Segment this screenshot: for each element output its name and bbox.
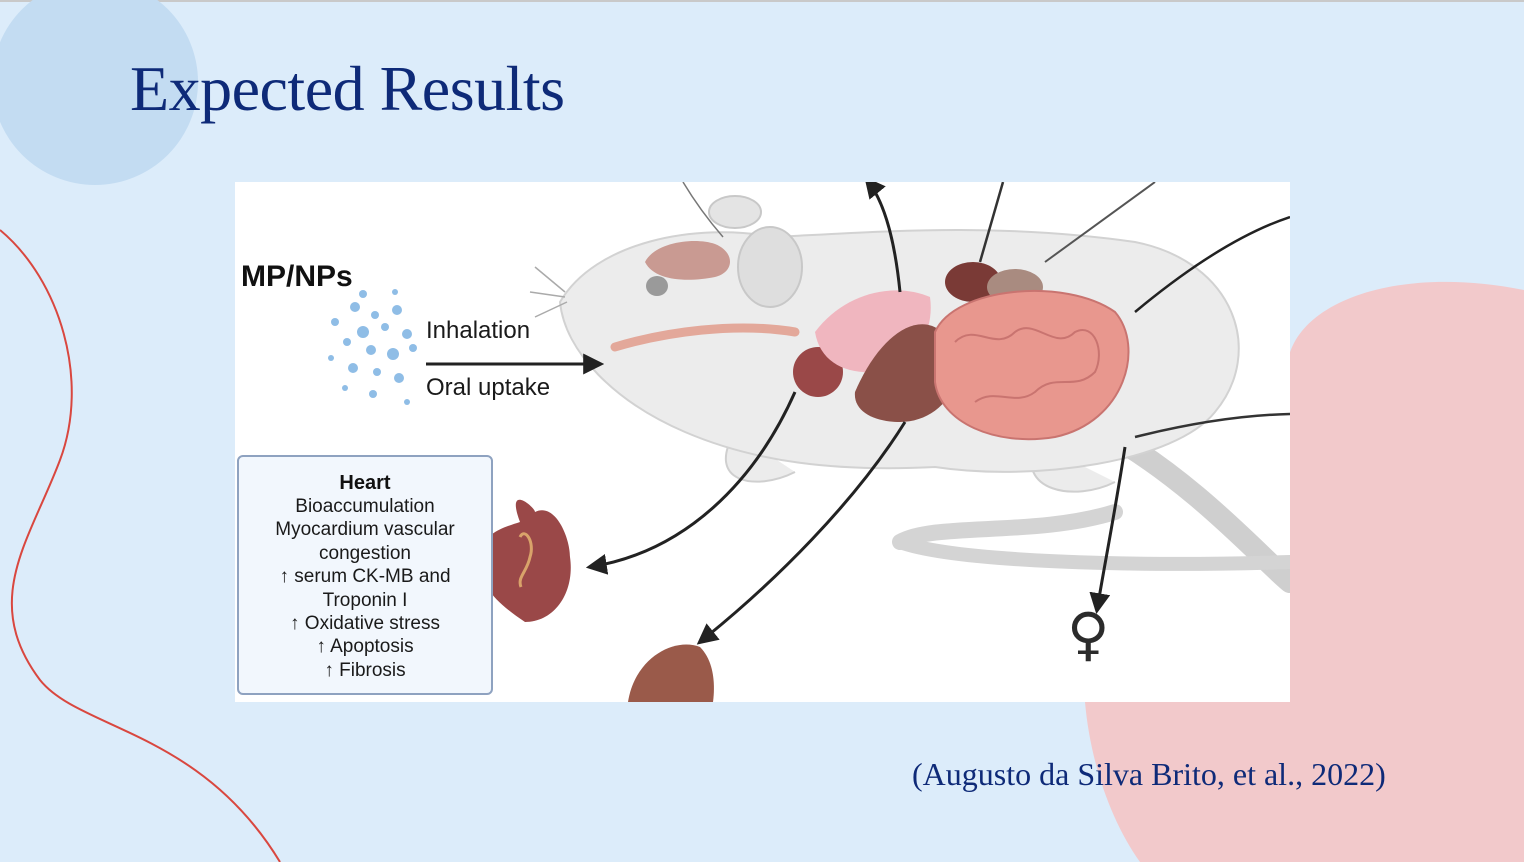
spleen [945, 262, 1001, 302]
route-oral-uptake: Oral uptake [426, 374, 551, 401]
top-divider [0, 0, 1524, 2]
heart-effects-box: Heart Bioaccumulation Myocardium vascula… [237, 455, 493, 695]
intestine-folds [954, 327, 1100, 403]
pink-blob [1085, 281, 1524, 862]
slide-title: Expected Results [130, 53, 565, 124]
heart-effect-item: Myocardium vascular [275, 519, 455, 541]
arrow-to-heart [585, 391, 797, 575]
heart-vessels [518, 532, 533, 588]
mouse-eye [646, 276, 668, 296]
liver [854, 324, 957, 422]
heart-effect-item: congestion [319, 542, 411, 564]
arrow-to-female [1089, 446, 1127, 615]
microplastic-particles [328, 289, 417, 405]
route-inhalation: Inhalation [426, 317, 531, 344]
female-symbol-icon: ♀ [1067, 600, 1110, 668]
pointer-kidney [1044, 182, 1156, 263]
intestines [934, 289, 1130, 441]
pointer-intestines [1134, 215, 1290, 313]
exposure-label: MP/NPs [241, 260, 353, 293]
heart-effect-item: ↑ serum CK-MB and [279, 566, 451, 588]
mouse-ear-far [708, 195, 762, 229]
heart-effect-item: Troponin I [322, 589, 408, 611]
heart-effect-item: ↑ Oxidative stress [290, 613, 440, 635]
liver-organ [628, 644, 714, 702]
arrow-to-lungs [864, 182, 902, 293]
heart-effect-item: Bioaccumulation [295, 496, 435, 517]
brain [645, 241, 730, 280]
whisker-top [682, 182, 724, 238]
mouse-illustration [328, 182, 1290, 702]
heart-effect-item: ↑ Apoptosis [316, 636, 414, 658]
arrow-to-liver [696, 421, 907, 645]
heart-organ [479, 499, 571, 622]
mouse-ear [737, 226, 803, 308]
red-accent-curve [0, 229, 281, 862]
pointer-spleen [978, 182, 1005, 263]
figure-panel: MP/NPs Inhalation Oral uptake Heart Bioa… [235, 182, 1290, 702]
top-left-circle [0, 0, 198, 185]
citation: (Augusto da Silva Brito, et al., 2022) [912, 756, 1386, 792]
heart-box-title: Heart [339, 472, 391, 494]
tail-end [893, 535, 1290, 571]
tail-loop [892, 504, 1123, 550]
pointer-reproductive [1134, 412, 1290, 439]
whiskers [529, 266, 568, 318]
esophagus [610, 323, 800, 352]
heart-effect-item: ↑ Fibrosis [324, 659, 406, 681]
